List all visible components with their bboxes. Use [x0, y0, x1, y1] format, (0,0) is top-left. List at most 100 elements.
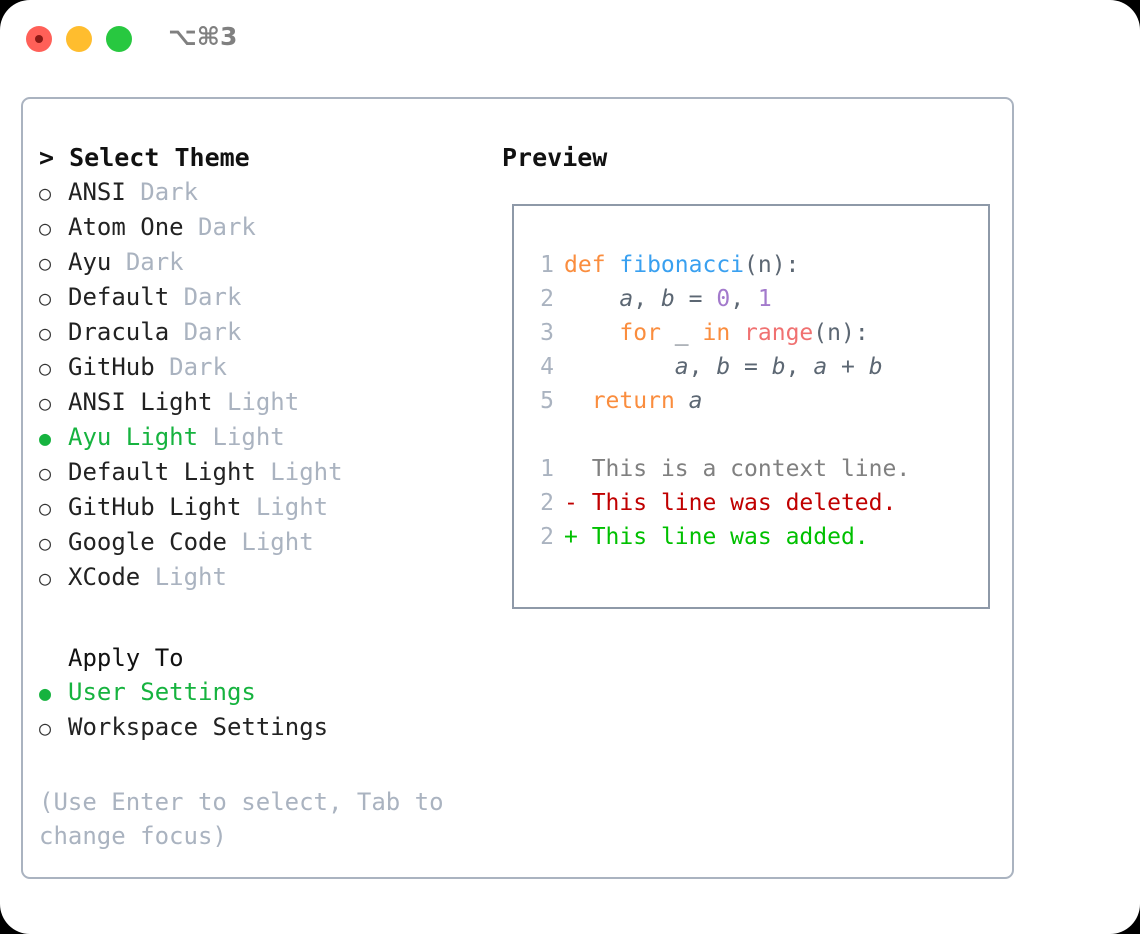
- code-token: in: [702, 320, 731, 346]
- label-spacer: [140, 560, 154, 594]
- code-token: [730, 320, 744, 346]
- theme-variant-label: Light: [154, 563, 227, 591]
- code-token: fibonacci: [619, 252, 745, 278]
- diff-text: This is a context line.: [591, 456, 911, 482]
- apply-to-list-item[interactable]: ● User Settings: [39, 675, 489, 710]
- theme-list-item[interactable]: ○GitHub Dark: [39, 350, 489, 385]
- diff-line: 2- This line was deleted.: [530, 486, 910, 520]
- code-token: =: [730, 354, 772, 380]
- radio-unselected-icon[interactable]: ○: [39, 286, 52, 310]
- theme-list-item[interactable]: ○Atom One Dark: [39, 210, 489, 245]
- theme-variant-label: Dark: [140, 178, 199, 206]
- theme-variant-label: Light: [226, 388, 300, 416]
- code-token: [564, 388, 592, 414]
- code-token: 1: [757, 286, 772, 312]
- apply-to-list[interactable]: ● User Settings ○ Workspace Settings: [39, 675, 489, 745]
- label-spacer: [155, 350, 169, 384]
- apply-to-label: User Settings: [68, 678, 256, 706]
- theme-list-item[interactable]: ○Default Dark: [39, 280, 489, 315]
- code-token: b: [771, 354, 786, 380]
- radio-unselected-icon[interactable]: ○: [39, 716, 52, 740]
- code-line: 3 for _ in range(n):: [530, 316, 910, 350]
- code-token: [564, 354, 675, 380]
- radio-unselected-icon[interactable]: ○: [39, 216, 52, 240]
- code-token: a: [619, 286, 634, 312]
- theme-list-item[interactable]: ○Google Code Light: [39, 525, 489, 560]
- theme-name-label: Ayu Light: [68, 423, 199, 451]
- radio-unselected-icon[interactable]: ○: [39, 566, 52, 590]
- code-token: a: [688, 388, 703, 414]
- code-token: def: [564, 252, 620, 278]
- diff-sign: +: [564, 524, 592, 550]
- code-token: ,: [785, 354, 814, 380]
- theme-list-item[interactable]: ○Dracula Dark: [39, 315, 489, 350]
- theme-list-item[interactable]: ○GitHub Light Light: [39, 490, 489, 525]
- apply-to-label: Workspace Settings: [68, 713, 329, 741]
- theme-list-item[interactable]: ○ ANSI Dark: [39, 175, 489, 210]
- line-number: 1: [540, 252, 554, 278]
- radio-unselected-icon[interactable]: ○: [39, 461, 52, 485]
- theme-name-label: ANSI Light: [68, 388, 213, 416]
- code-token: [564, 320, 619, 346]
- radio-unselected-icon[interactable]: ○: [39, 391, 52, 415]
- code-token: b: [716, 354, 731, 380]
- theme-name-label: Default Light: [68, 458, 256, 486]
- theme-list[interactable]: ○ANSI Dark○Atom One Dark○Ayu Dark○Defaul…: [39, 175, 489, 595]
- keyboard-hint-text: (Use Enter to select, Tab to change focu…: [39, 788, 444, 850]
- theme-list-item[interactable]: ○ Default Light Light: [39, 455, 489, 490]
- radio-selected-icon[interactable]: ●: [39, 681, 52, 705]
- theme-list-item[interactable]: ○ ANSI Light Light: [39, 385, 489, 420]
- theme-variant-label: Light: [241, 528, 314, 556]
- theme-list-item[interactable]: ●Ayu Light Light: [39, 420, 489, 455]
- code-token: ,: [730, 286, 758, 312]
- radio-unselected-icon[interactable]: ○: [39, 496, 52, 520]
- radio-unselected-icon[interactable]: ○: [39, 531, 52, 555]
- theme-variant-label: Dark: [183, 283, 242, 311]
- label-spacer: [169, 315, 183, 349]
- close-button-icon[interactable]: [26, 26, 52, 52]
- theme-variant-label: Light: [270, 458, 343, 486]
- diff-line: 1 This is a context line.: [530, 452, 910, 486]
- radio-unselected-icon[interactable]: ○: [39, 251, 52, 275]
- code-token: (n):: [813, 320, 869, 346]
- label-spacer: [198, 420, 212, 454]
- theme-name-label: ANSI: [68, 178, 126, 206]
- theme-name-label: Atom One: [68, 213, 184, 241]
- line-number: 1: [540, 456, 554, 482]
- code-token: ,: [633, 286, 661, 312]
- keyboard-shortcut-label: ⌥⌘3: [168, 22, 238, 51]
- radio-unselected-icon[interactable]: ○: [39, 181, 52, 205]
- maximize-button-icon[interactable]: [106, 26, 132, 52]
- diff-text: This line was deleted.: [591, 490, 897, 516]
- line-number: 4: [540, 354, 554, 380]
- apply-to-header: Apply To: [68, 644, 184, 672]
- line-number: 3: [540, 320, 554, 346]
- code-line: 4 a, b = b, a + b: [530, 350, 910, 384]
- label-spacer: [126, 175, 140, 209]
- theme-list-item[interactable]: ○Ayu Dark: [39, 245, 489, 280]
- radio-unselected-icon[interactable]: ○: [39, 356, 52, 380]
- theme-variant-label: Dark: [125, 248, 184, 276]
- theme-name-label: XCode: [68, 563, 141, 591]
- radio-unselected-icon[interactable]: ○: [39, 321, 52, 345]
- label-spacer: [184, 210, 198, 244]
- code-token: [564, 286, 619, 312]
- theme-list-item[interactable]: ○ XCode Light: [39, 560, 489, 595]
- code-token: _: [660, 320, 703, 346]
- apply-to-list-item[interactable]: ○ Workspace Settings: [39, 710, 489, 745]
- code-token: a: [813, 354, 828, 380]
- section-spacer: [39, 595, 489, 641]
- theme-variant-label: Dark: [169, 353, 227, 381]
- minimize-button-icon[interactable]: [66, 26, 92, 52]
- code-line: 5 return a: [530, 384, 910, 418]
- label-spacer: [256, 455, 270, 489]
- code-token: +: [827, 354, 869, 380]
- code-token: (n):: [744, 252, 800, 278]
- radio-selected-icon[interactable]: ●: [39, 426, 52, 450]
- select-theme-header: > Select Theme: [39, 143, 250, 172]
- code-token: for: [619, 320, 661, 346]
- code-line: 2 a, b = 0, 1: [530, 282, 910, 316]
